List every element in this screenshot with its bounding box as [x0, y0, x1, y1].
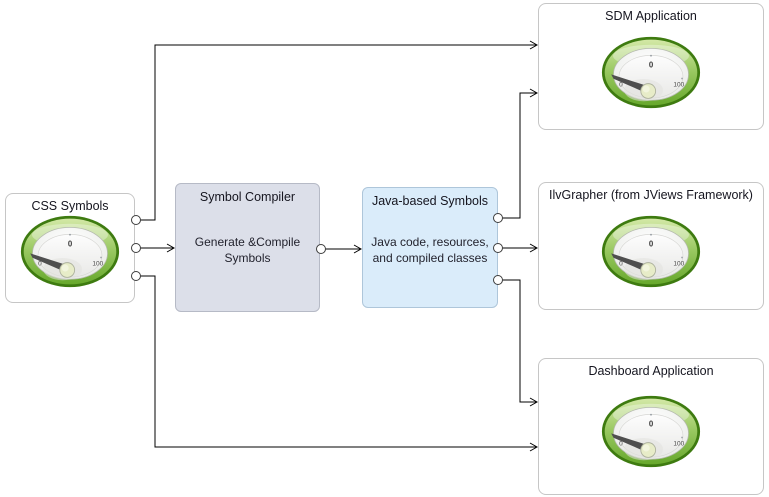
- edge-css-symbols-to-symbol-compiler: [136, 243, 176, 253]
- node-java-based-symbols-body: Java code, resources, and compiled class…: [371, 234, 489, 265]
- node-sdm-application-title: SDM Application: [605, 9, 697, 23]
- edge-java-based-symbols-to-dashboard-application: [498, 279, 539, 407]
- edge-java-based-symbols-to-ilvgrapher: [498, 243, 539, 253]
- arrowhead-icon: [166, 243, 176, 253]
- node-dashboard-application-title: Dashboard Application: [588, 364, 714, 378]
- arrowhead-icon: [529, 40, 539, 50]
- node-java-based-symbols-title: Java-based Symbols: [371, 194, 489, 208]
- node-css-symbols-title: CSS Symbols: [31, 199, 109, 213]
- node-symbol-compiler-title: Symbol Compiler: [199, 190, 296, 204]
- node-symbol-compiler: Symbol Compiler Generate &Compile Symbol…: [175, 183, 320, 312]
- node-ilvgrapher-title: IlvGrapher (from JViews Framework): [549, 188, 753, 202]
- node-ilvgrapher: IlvGrapher (from JViews Framework): [538, 182, 764, 310]
- arrowhead-icon: [529, 243, 539, 253]
- arrowhead-icon: [529, 88, 539, 98]
- node-dashboard-application: Dashboard Application: [538, 358, 764, 495]
- gauge-icon: [601, 36, 701, 109]
- gauge-icon: [20, 215, 120, 288]
- arrowhead-icon: [529, 397, 539, 407]
- node-java-based-symbols: Java-based Symbols Java code, resources,…: [362, 187, 498, 308]
- edge-symbol-compiler-to-java-based-symbols: [321, 244, 363, 254]
- gauge-icon: [601, 395, 701, 468]
- node-symbol-compiler-body: Generate &Compile Symbols: [194, 234, 301, 265]
- edge-java-based-symbols-to-sdm-application: [498, 88, 539, 219]
- node-css-symbols: CSS Symbols: [5, 193, 135, 303]
- arrowhead-icon: [529, 442, 539, 452]
- arrowhead-icon: [353, 244, 363, 254]
- gauge-icon: [601, 215, 701, 288]
- node-sdm-application: SDM Application: [538, 3, 764, 130]
